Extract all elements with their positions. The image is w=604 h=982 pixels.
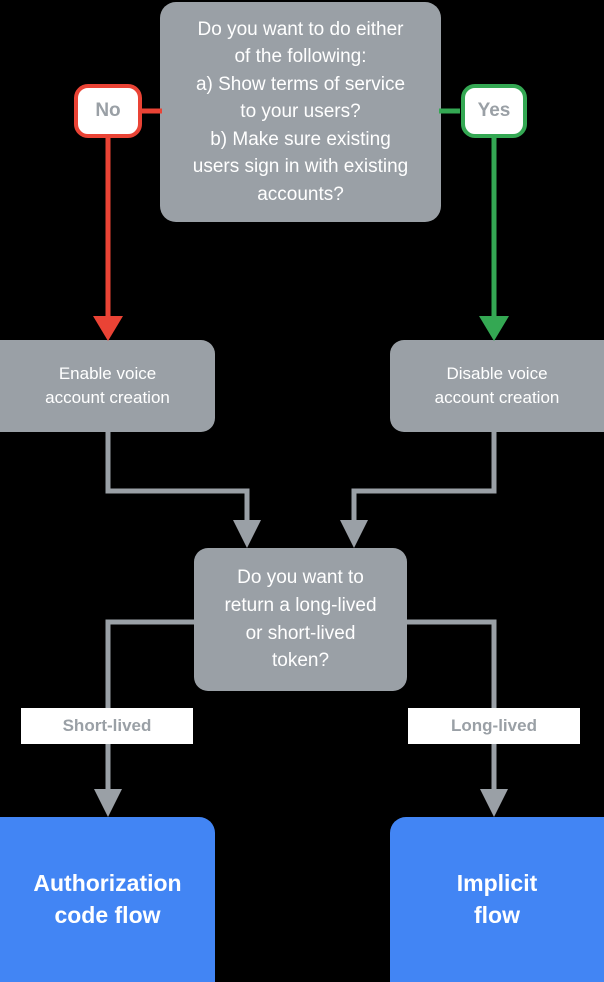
edge-disable-to-decision-mid: [351, 432, 497, 522]
badge-yes-label: Yes: [477, 100, 511, 121]
edge-enable-to-decision-mid: [105, 432, 250, 522]
node-disable-voice-account-creation-text: Disable voice account creation: [434, 363, 560, 407]
badge-no[interactable]: No: [74, 84, 142, 138]
decision-node-token-lifetime-text: Do you want to return a long-lived or sh…: [224, 567, 377, 672]
node-enable-voice-account-creation-text: Enable voice account creation: [45, 363, 170, 407]
arrowhead-decision-mid-to-implicit: [480, 789, 508, 817]
arrowhead-enable-to-decision-mid: [233, 520, 261, 548]
arrowhead-decision-mid-to-auth-code: [94, 789, 122, 817]
badge-no-label: No: [95, 100, 121, 121]
edge-decision-mid-to-auth-code: [105, 619, 194, 791]
edge-label-long-lived: Long-lived: [408, 708, 580, 744]
decision-node-terms-or-existing-accounts[interactable]: Do you want to do either of the followin…: [160, 2, 441, 222]
node-implicit-flow-text: Implicit flow: [456, 869, 538, 928]
edge-label-short-lived-text: Short-lived: [62, 716, 152, 735]
arrowhead-yes-to-disable: [479, 316, 509, 341]
decision-node-terms-or-existing-accounts-text: Do you want to do either of the followin…: [192, 18, 409, 205]
edge-label-long-lived-text: Long-lived: [451, 716, 537, 735]
edge-decision-mid-to-implicit: [407, 619, 497, 791]
decision-node-token-lifetime[interactable]: Do you want to return a long-lived or sh…: [194, 548, 407, 691]
badge-yes[interactable]: Yes: [461, 84, 527, 138]
arrowhead-disable-to-decision-mid: [340, 520, 368, 548]
node-authorization-code-flow[interactable]: Authorization code flow: [0, 817, 215, 982]
node-implicit-flow[interactable]: Implicit flow: [390, 817, 604, 982]
arrowhead-no-to-enable: [93, 316, 123, 341]
node-authorization-code-flow-text: Authorization code flow: [33, 869, 182, 928]
edge-label-short-lived: Short-lived: [21, 708, 193, 744]
node-disable-voice-account-creation[interactable]: Disable voice account creation: [390, 340, 604, 432]
node-enable-voice-account-creation[interactable]: Enable voice account creation: [0, 340, 215, 432]
